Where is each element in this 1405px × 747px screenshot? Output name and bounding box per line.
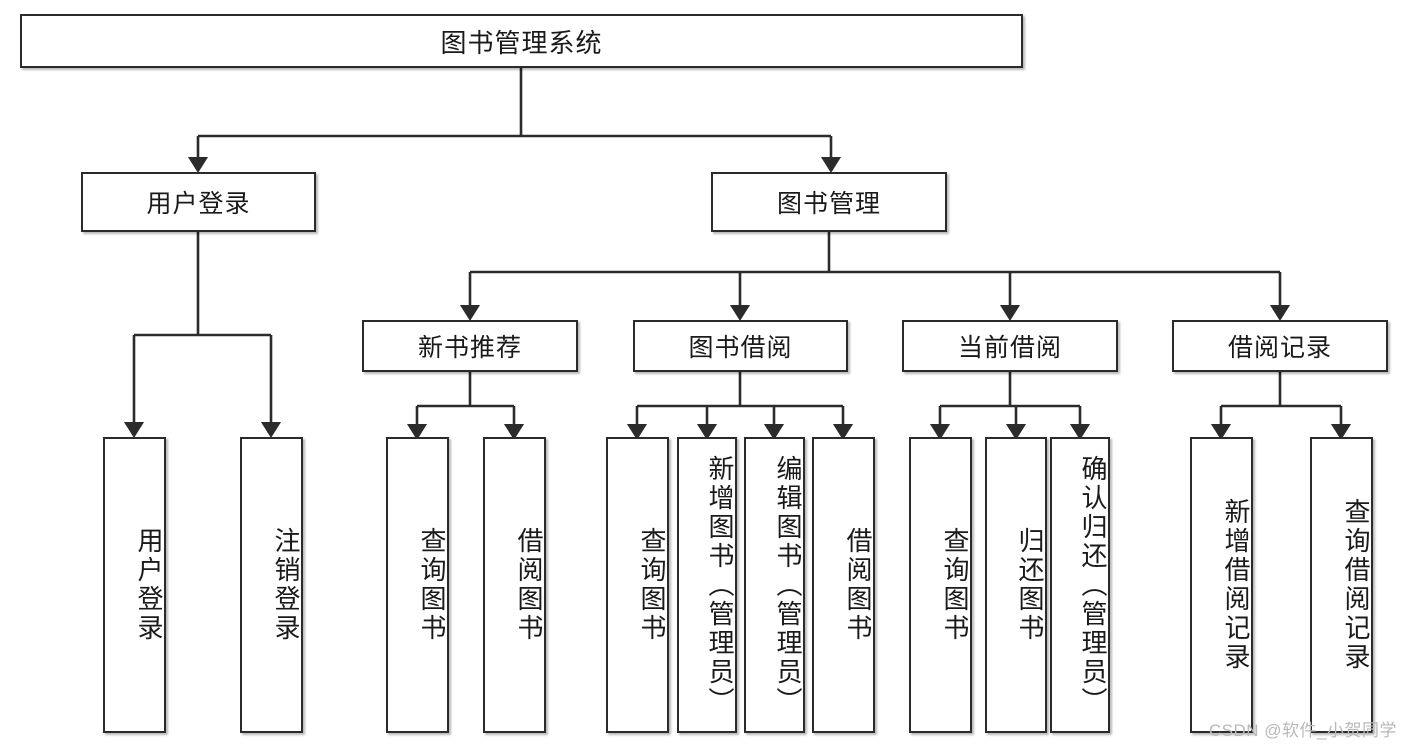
node-leaf-return-books[interactable]: 归还图书 xyxy=(985,437,1047,733)
node-borrow-record[interactable]: 借阅记录 xyxy=(1172,320,1388,372)
node-leaf-add-book-admin-label: 新增图书（管理员） xyxy=(705,454,735,716)
node-leaf-logout-login-label: 注销登录 xyxy=(271,527,301,643)
node-leaf-query-books-rec[interactable]: 查询图书 xyxy=(386,437,449,733)
node-new-book-recommend-label: 新书推荐 xyxy=(417,334,522,362)
node-leaf-confirm-return-admin-label: 确认归还（管理员） xyxy=(1078,454,1108,716)
node-current-borrow-label: 当前借阅 xyxy=(957,334,1062,362)
node-leaf-query-books-borrow-label: 查询图书 xyxy=(637,527,667,643)
node-leaf-user-login[interactable]: 用户登录 xyxy=(103,437,166,733)
node-root[interactable]: 图书管理系统 xyxy=(20,14,1023,68)
node-root-label: 图书管理系统 xyxy=(440,27,603,58)
node-leaf-return-books-label: 归还图书 xyxy=(1015,527,1045,643)
csdn-watermark: CSDN @软件_小贺同学 xyxy=(1208,721,1397,740)
node-leaf-query-books-borrow[interactable]: 查询图书 xyxy=(606,437,669,733)
node-leaf-borrow-books-rec[interactable]: 借阅图书 xyxy=(483,437,546,733)
node-leaf-add-book-admin[interactable]: 新增图书（管理员） xyxy=(677,437,737,733)
node-leaf-edit-book-admin-label: 编辑图书（管理员） xyxy=(773,454,803,716)
node-book-management-label: 图书管理 xyxy=(776,190,881,218)
node-leaf-query-books-rec-label: 查询图书 xyxy=(417,527,447,643)
node-new-book-recommend[interactable]: 新书推荐 xyxy=(362,320,578,372)
node-leaf-add-borrow-record-label: 新增借阅记录 xyxy=(1221,498,1251,672)
node-leaf-query-borrow-record[interactable]: 查询借阅记录 xyxy=(1310,437,1373,733)
node-leaf-logout-login[interactable]: 注销登录 xyxy=(240,437,303,733)
node-leaf-borrow-books[interactable]: 借阅图书 xyxy=(812,437,875,733)
node-leaf-confirm-return-admin[interactable]: 确认归还（管理员） xyxy=(1050,437,1110,733)
node-user-login-label: 用户登录 xyxy=(146,190,251,218)
node-book-management[interactable]: 图书管理 xyxy=(711,172,947,232)
node-leaf-user-login-label: 用户登录 xyxy=(134,527,164,643)
node-borrow-record-label: 借阅记录 xyxy=(1227,334,1332,362)
node-leaf-query-books-current[interactable]: 查询图书 xyxy=(909,437,972,733)
node-leaf-query-borrow-record-label: 查询借阅记录 xyxy=(1341,498,1371,672)
node-book-borrow[interactable]: 图书借阅 xyxy=(633,320,848,372)
node-user-login[interactable]: 用户登录 xyxy=(81,172,316,232)
node-leaf-borrow-books-rec-label: 借阅图书 xyxy=(514,527,544,643)
node-leaf-borrow-books-label: 借阅图书 xyxy=(843,527,873,643)
node-book-borrow-label: 图书借阅 xyxy=(688,334,793,362)
node-leaf-query-books-current-label: 查询图书 xyxy=(940,527,970,643)
node-current-borrow[interactable]: 当前借阅 xyxy=(902,320,1118,372)
node-leaf-add-borrow-record[interactable]: 新增借阅记录 xyxy=(1190,437,1253,733)
node-leaf-edit-book-admin[interactable]: 编辑图书（管理员） xyxy=(744,437,805,733)
